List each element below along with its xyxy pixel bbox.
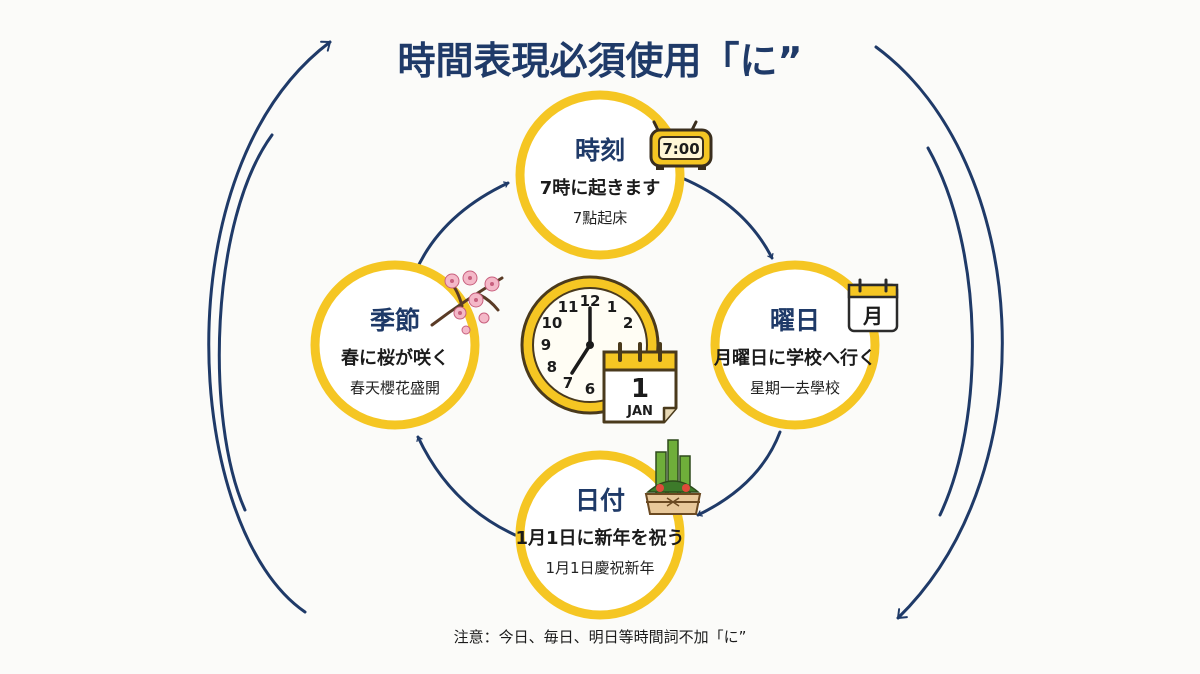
clock-number: 9 [541,336,551,354]
arrow-time-to-week [680,176,774,260]
clock-number: 2 [623,314,633,332]
alarm-clock-icon: 7:00 [649,120,713,170]
clock-number: 12 [580,292,601,310]
time-node-ring [515,90,685,260]
arrow-season-to-time [413,181,510,275]
clock-number: 6 [585,380,595,398]
arrow-week-to-date [696,430,782,517]
season-node-ring [310,260,480,430]
season-node-heading: 季節 [369,306,420,335]
clock-number: 10 [541,314,562,332]
center-calendar-icon: 1 JAN [602,342,678,424]
alarm-clock-time: 7:00 [662,140,699,158]
time-node-heading: 時刻 [574,136,625,165]
time-node: 時刻 7時に起きます 7點起床 [505,131,695,228]
clock-number: 11 [558,298,579,316]
season-node-translation: 春天櫻花盛開 [349,379,440,397]
clock-number: 8 [547,358,557,376]
outer-arc-left [207,40,332,614]
calendar-icon: 月 [847,278,899,333]
date-node: 日付 1月1日に新年を祝う 1月1日慶祝新年 [505,481,695,578]
weekday-node: 曜日 月曜日に学校へ行く 星期一去學校 [700,301,890,398]
weekday-node-translation: 星期一去學校 [749,379,840,397]
footnote: 注意：今日、毎日、明日等時間詞不加「に” [453,628,747,646]
date-node-heading: 日付 [574,486,625,515]
clock-number: 1 [607,298,617,316]
date-node-translation: 1月1日慶祝新年 [545,559,655,577]
weekday-node-heading: 曜日 [769,306,820,335]
arrow-date-to-season [416,435,517,537]
week-node-ring [710,260,880,430]
kadomatsu-icon [644,439,702,515]
calendar-icon-label: 月 [862,304,883,328]
weekday-node-japanese-example: 月曜日に学校へ行く [714,348,876,369]
time-node-japanese-example: 7時に起きます [539,178,661,199]
diagram-title: 時間表現必須使用「に” [397,39,803,83]
season-node-japanese-example: 春に桜が咲く [341,348,449,369]
date-node-ring [515,450,685,620]
time-node-translation: 7點起床 [572,209,628,227]
cherry-blossom-icon [430,270,504,335]
calendar-month: JAN [626,404,653,419]
clock-number: 7 [563,374,573,392]
outer-arc-right [874,45,1004,620]
date-node-japanese-example: 1月1日に新年を祝う [515,528,685,549]
calendar-day: 1 [631,374,649,404]
season-node: 季節 春に桜が咲く 春天櫻花盛開 [300,301,490,398]
